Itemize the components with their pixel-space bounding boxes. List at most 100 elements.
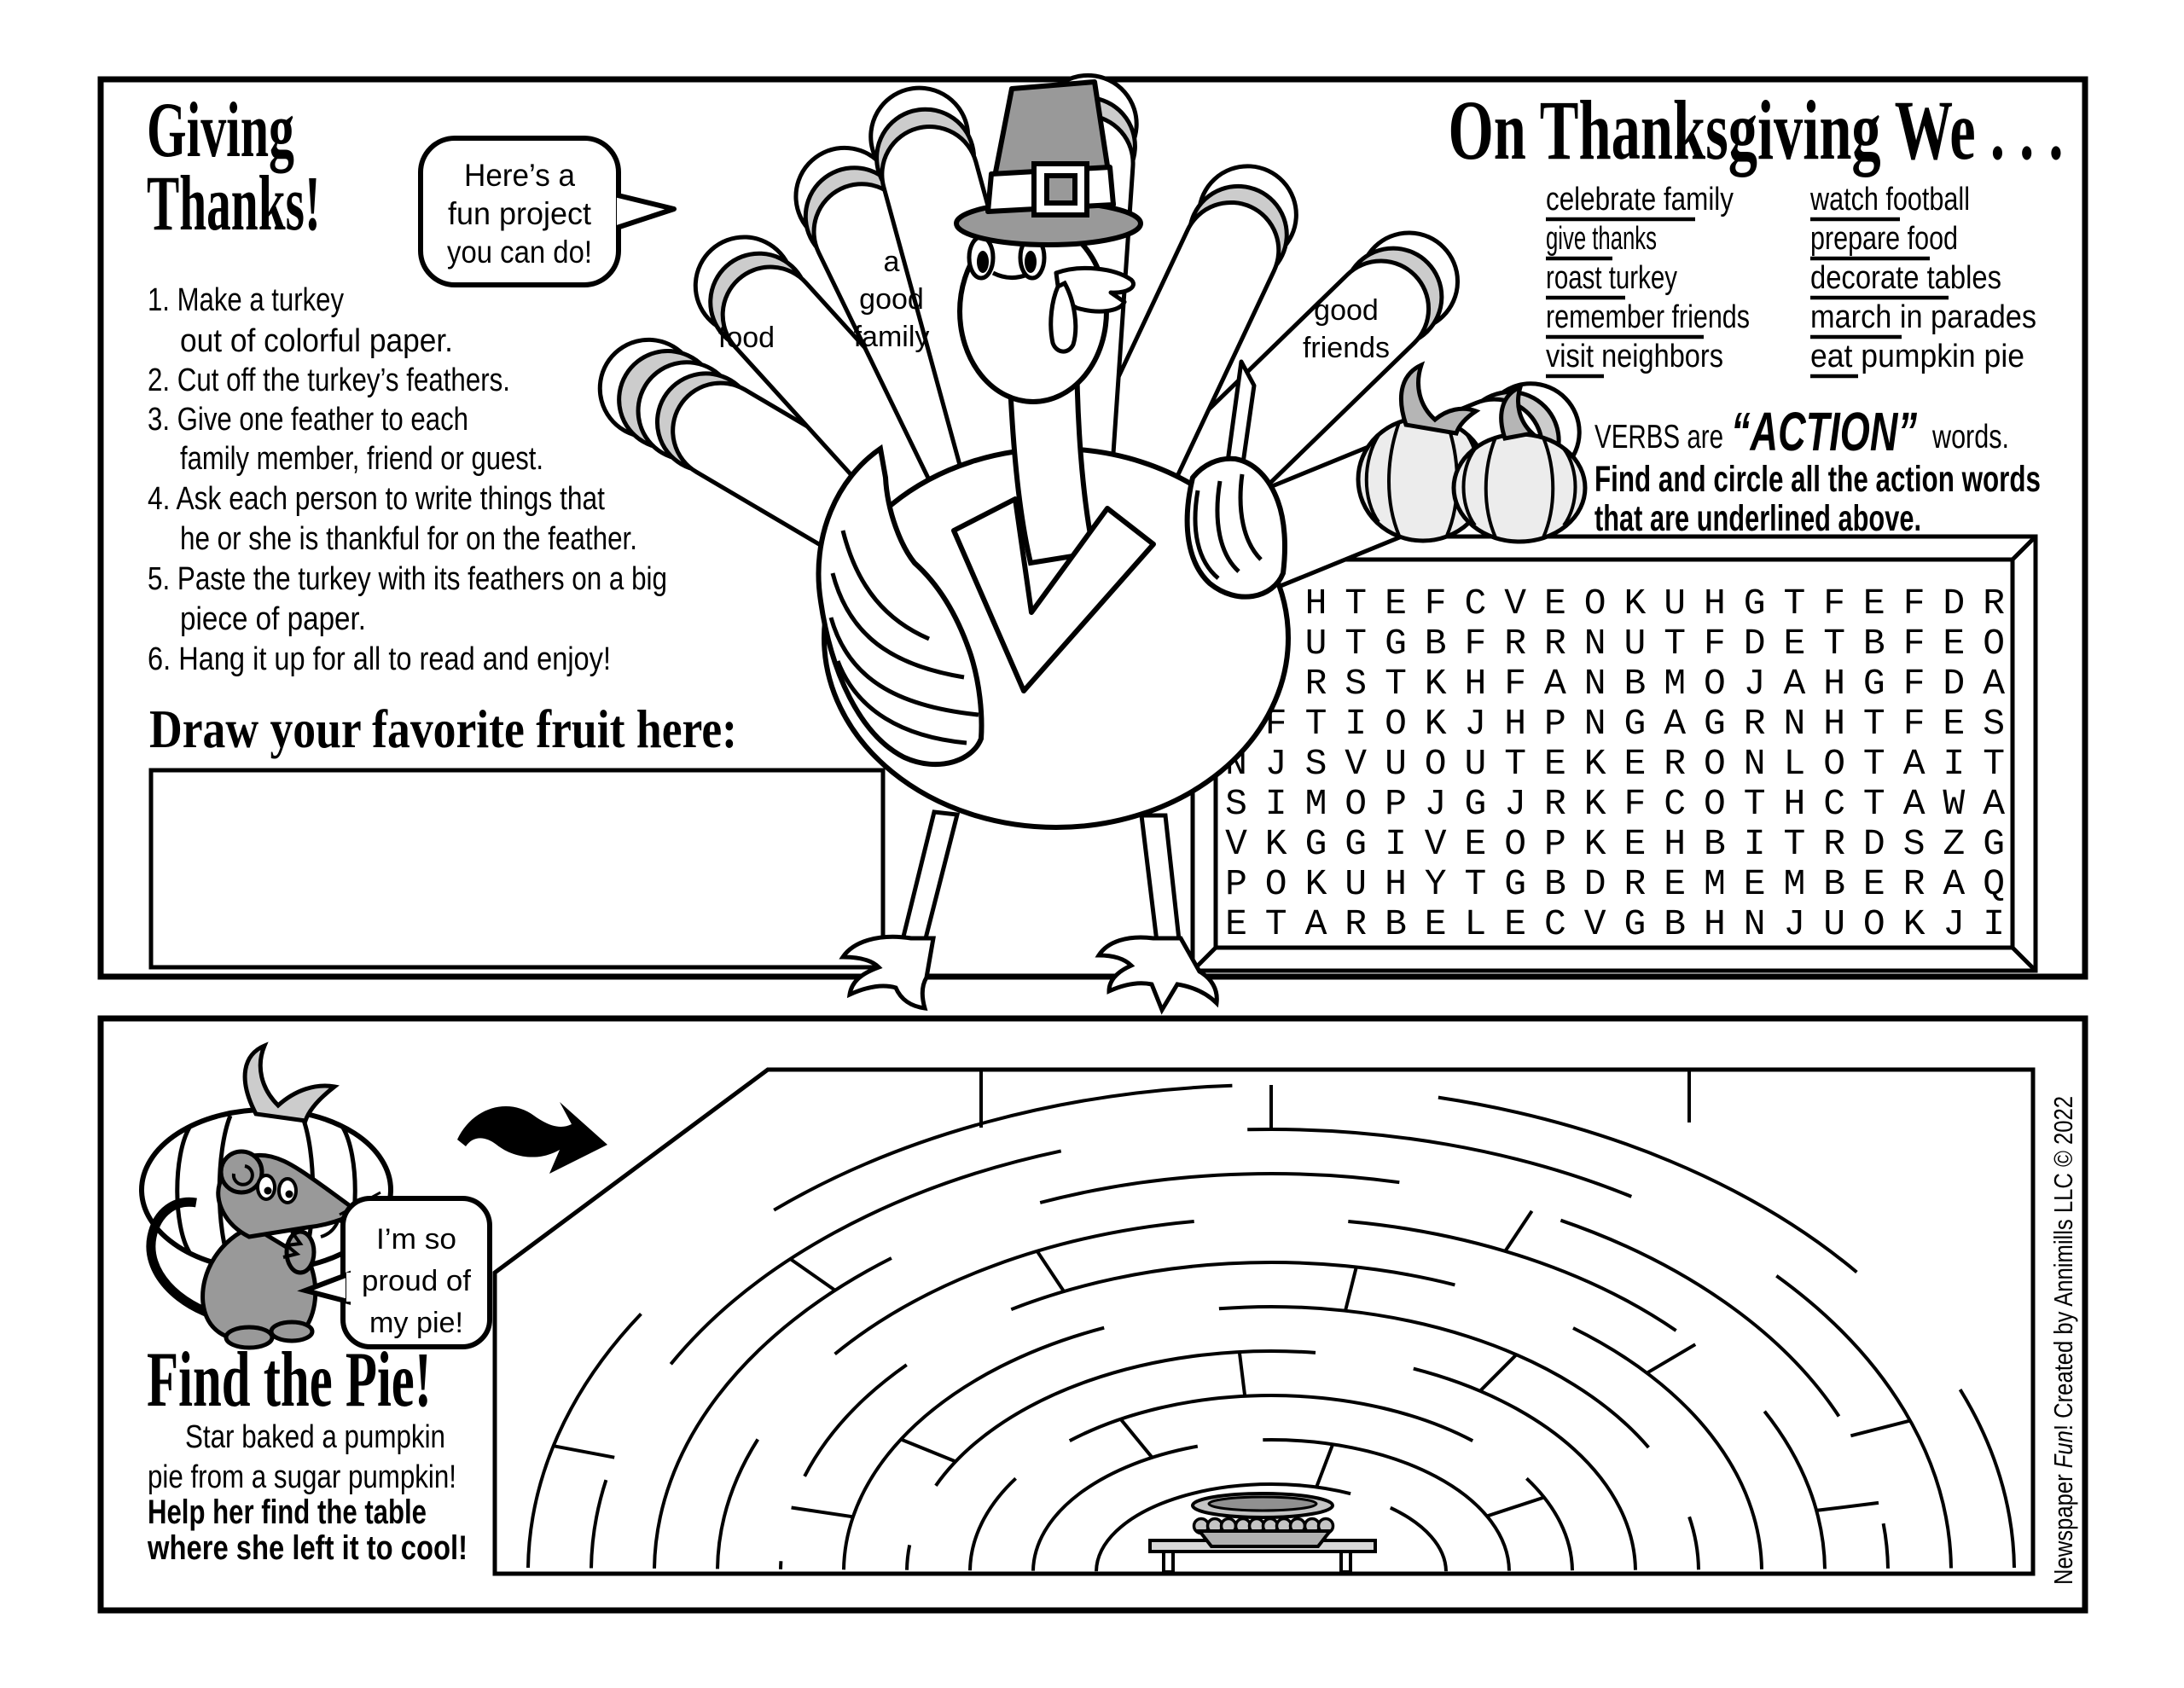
svg-text:A: A bbox=[1903, 783, 1926, 825]
svg-text:E: E bbox=[1225, 903, 1247, 945]
svg-text:B: B bbox=[1623, 663, 1646, 705]
svg-text:E: E bbox=[1783, 623, 1805, 664]
svg-text:C: C bbox=[1464, 583, 1486, 624]
svg-text:V: V bbox=[1345, 743, 1367, 785]
svg-text:fun project: fun project bbox=[448, 196, 592, 231]
svg-text:O: O bbox=[1704, 743, 1726, 785]
svg-text:N: N bbox=[1783, 703, 1805, 745]
svg-text:U: U bbox=[1464, 743, 1486, 785]
svg-text:G: G bbox=[1704, 703, 1726, 745]
svg-text:Draw your favorite fruit here:: Draw your favorite fruit here: bbox=[149, 699, 737, 759]
svg-text:food: food bbox=[718, 322, 775, 354]
svg-text:J: J bbox=[1265, 743, 1287, 785]
svg-text:I: I bbox=[1265, 783, 1287, 825]
svg-text:M: M bbox=[1305, 783, 1327, 825]
svg-text:S: S bbox=[1225, 783, 1247, 825]
svg-text:K: K bbox=[1903, 903, 1926, 945]
svg-text:T: T bbox=[1783, 823, 1805, 865]
svg-text:A: A bbox=[1664, 703, 1686, 745]
svg-text:B: B bbox=[1704, 823, 1726, 865]
svg-text:O: O bbox=[1863, 903, 1885, 945]
svg-text:G: G bbox=[1744, 583, 1766, 624]
svg-text:pie from a sugar pumpkin!: pie from a sugar pumpkin! bbox=[148, 1459, 456, 1495]
svg-text:visit neighbors: visit neighbors bbox=[1546, 339, 1723, 374]
svg-text:R: R bbox=[1823, 823, 1845, 865]
svg-text:O: O bbox=[1704, 663, 1726, 705]
svg-text:I’m so: I’m so bbox=[376, 1223, 456, 1256]
svg-text:Star baked a pumpkin: Star baked a pumpkin bbox=[185, 1419, 445, 1455]
svg-text:O: O bbox=[1385, 703, 1407, 745]
svg-text:B: B bbox=[1425, 623, 1447, 664]
svg-text:F: F bbox=[1903, 583, 1926, 624]
svg-text:family: family bbox=[854, 321, 930, 353]
svg-text:I: I bbox=[1345, 703, 1367, 745]
svg-text:A: A bbox=[1983, 663, 2005, 705]
svg-text:Thanks!: Thanks! bbox=[147, 160, 321, 247]
svg-text:N: N bbox=[1584, 623, 1606, 664]
svg-text:B: B bbox=[1544, 863, 1566, 905]
svg-text:C: C bbox=[1823, 783, 1845, 825]
svg-text:E: E bbox=[1863, 583, 1885, 624]
svg-text:O: O bbox=[1704, 783, 1726, 825]
svg-text:good: good bbox=[859, 283, 924, 316]
svg-text:J: J bbox=[1943, 903, 1965, 945]
svg-text:O: O bbox=[1265, 863, 1287, 905]
svg-text:F: F bbox=[1704, 623, 1726, 664]
svg-text:T: T bbox=[1664, 623, 1686, 664]
svg-text:G: G bbox=[1345, 823, 1367, 865]
svg-text:Z: Z bbox=[1943, 823, 1965, 865]
svg-text:celebrate family: celebrate family bbox=[1546, 182, 1734, 218]
svg-text:E: E bbox=[1943, 623, 1965, 664]
svg-text:C: C bbox=[1544, 903, 1566, 945]
svg-text:3. Give one feather to each: 3. Give one feather to each bbox=[148, 402, 468, 438]
svg-text:O: O bbox=[1504, 823, 1526, 865]
svg-text:T: T bbox=[1983, 743, 2005, 785]
svg-text:K: K bbox=[1305, 863, 1327, 905]
svg-text:R: R bbox=[1345, 903, 1367, 945]
svg-text:good: good bbox=[1314, 294, 1379, 327]
svg-text:G: G bbox=[1623, 703, 1646, 745]
svg-text:R: R bbox=[1903, 863, 1926, 905]
svg-text:out of colorful paper.: out of colorful paper. bbox=[180, 323, 453, 359]
svg-text:E: E bbox=[1863, 863, 1885, 905]
svg-text:march in parades: march in parades bbox=[1810, 299, 2036, 335]
svg-text:decorate tables: decorate tables bbox=[1810, 260, 2001, 296]
svg-text:H: H bbox=[1704, 583, 1726, 624]
svg-text:E: E bbox=[1385, 583, 1407, 624]
svg-text:G: G bbox=[1983, 823, 2005, 865]
svg-text:F: F bbox=[1623, 783, 1646, 825]
svg-text:A: A bbox=[1903, 743, 1926, 785]
svg-text:S: S bbox=[1305, 743, 1327, 785]
svg-text:R: R bbox=[1983, 583, 2005, 624]
svg-text:B: B bbox=[1664, 903, 1686, 945]
svg-text:A: A bbox=[1783, 663, 1805, 705]
svg-text:words.: words. bbox=[1931, 419, 2009, 455]
svg-text:R: R bbox=[1544, 783, 1566, 825]
svg-text:T: T bbox=[1863, 703, 1885, 745]
svg-text:O: O bbox=[1425, 743, 1447, 785]
svg-text:P: P bbox=[1544, 703, 1566, 745]
svg-text:T: T bbox=[1783, 583, 1805, 624]
svg-text:G: G bbox=[1385, 623, 1407, 664]
svg-text:D: D bbox=[1943, 583, 1965, 624]
svg-text:E: E bbox=[1544, 583, 1566, 624]
svg-text:T: T bbox=[1305, 703, 1327, 745]
svg-text:A: A bbox=[1983, 783, 2005, 825]
svg-text:R: R bbox=[1504, 623, 1526, 664]
svg-text:S: S bbox=[1983, 703, 2005, 745]
svg-text:H: H bbox=[1504, 703, 1526, 745]
svg-text:H: H bbox=[1823, 663, 1845, 705]
svg-text:T: T bbox=[1385, 663, 1407, 705]
svg-text:Newspaper Fun! Created by Anni: Newspaper Fun! Created by Annimills LLC … bbox=[2048, 1096, 2078, 1585]
svg-text:D: D bbox=[1744, 623, 1766, 664]
svg-text:V: V bbox=[1225, 823, 1247, 865]
svg-text:N: N bbox=[1584, 663, 1606, 705]
svg-text:A: A bbox=[1943, 863, 1965, 905]
svg-text:Q: Q bbox=[1983, 863, 2005, 905]
svg-text:proud of: proud of bbox=[362, 1265, 472, 1297]
svg-text:R: R bbox=[1305, 663, 1327, 705]
svg-text:I: I bbox=[1744, 823, 1766, 865]
svg-text:R: R bbox=[1623, 863, 1646, 905]
svg-text:S: S bbox=[1903, 823, 1926, 865]
svg-text:R: R bbox=[1544, 623, 1566, 664]
